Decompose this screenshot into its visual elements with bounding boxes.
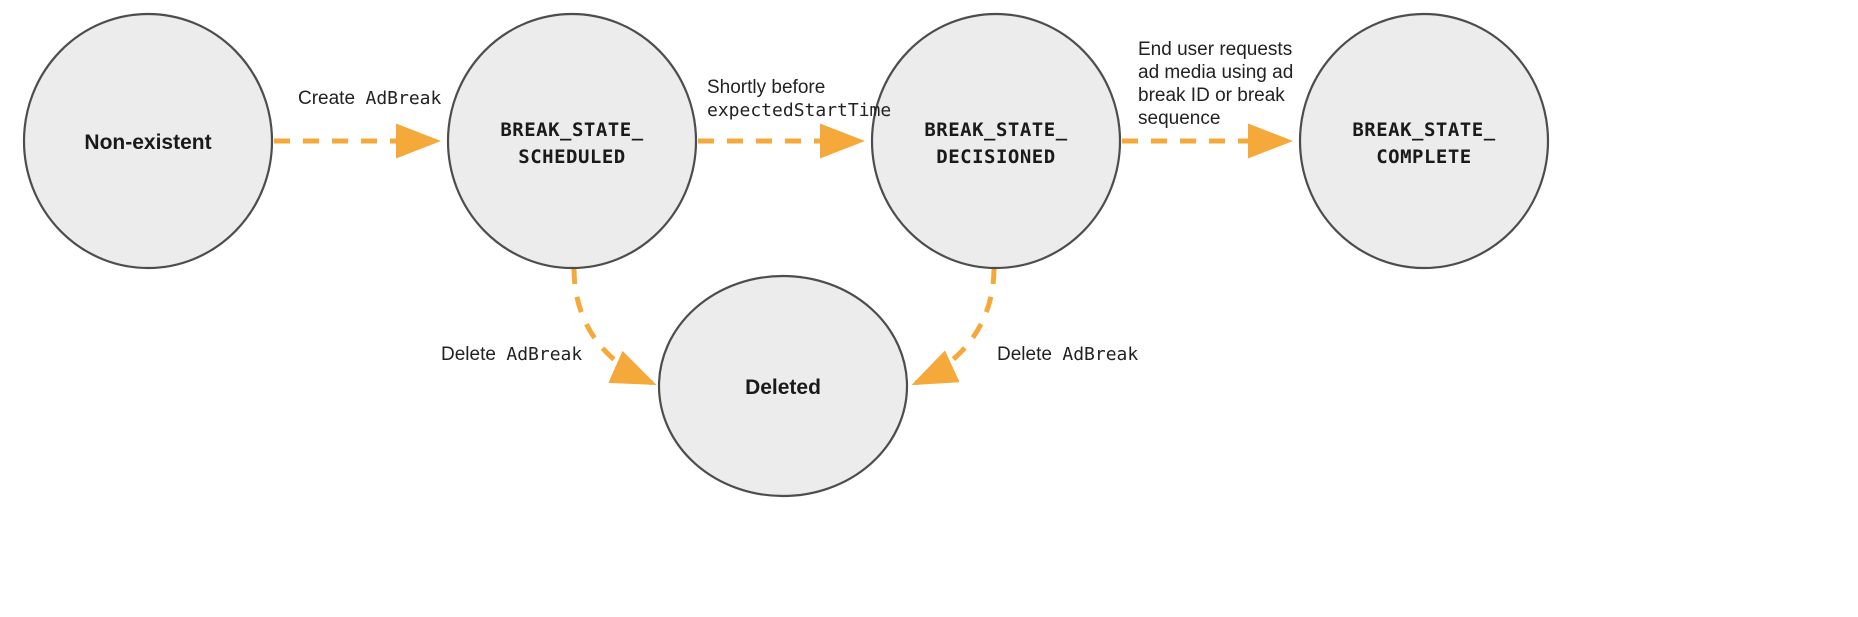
node-label-line-2: COMPLETE — [1376, 146, 1472, 168]
edge-label-create-adbreak: Create AdBreak — [298, 88, 442, 109]
edge-label-text: Delete AdBreak — [441, 344, 582, 365]
edge-label-delete-adbreak-decisioned: Delete AdBreak — [997, 344, 1138, 365]
edge-label-prefix: Delete — [997, 344, 1052, 365]
node-label-line-1: BREAK_STATE_ — [924, 119, 1067, 141]
node-label: Non-existent — [84, 131, 211, 154]
edge-delete-adbreak-decisioned — [911, 267, 997, 386]
edge-label-delete-adbreak-scheduled: Delete AdBreak — [441, 344, 582, 365]
edge-label-line-4: sequence — [1138, 108, 1220, 129]
edge-label-text: Delete AdBreak — [997, 344, 1138, 365]
node-shape — [657, 274, 909, 498]
node-break-state-complete[interactable]: BREAK_STATE_ COMPLETE — [1298, 12, 1550, 270]
edge-label-text: Create AdBreak — [298, 88, 442, 109]
edge-label-line-3: break ID or break — [1138, 85, 1285, 106]
node-shape — [1298, 12, 1550, 270]
edge-label-shortly-before: Shortly before expectedStartTime — [707, 77, 891, 121]
edges-group — [274, 123, 1293, 386]
node-label-line-1: BREAK_STATE_ — [500, 119, 643, 141]
node-shape — [446, 12, 698, 270]
edge-label-prefix: Delete — [441, 344, 496, 365]
edge-label-end-user-requests: End user requests ad media using ad brea… — [1138, 39, 1293, 129]
node-label-line-1: BREAK_STATE_ — [1352, 119, 1495, 141]
edge-label-line-1: Shortly before — [707, 77, 825, 98]
edge-labels-group: Create AdBreak Shortly before expectedSt… — [298, 39, 1293, 365]
edge-label-line-2: ad media using ad — [1138, 62, 1293, 83]
edge-label-mono: AdBreak — [1062, 344, 1138, 365]
node-label-line-2: DECISIONED — [936, 146, 1055, 168]
node-break-state-scheduled[interactable]: BREAK_STATE_ SCHEDULED — [446, 12, 698, 270]
edge-label-prefix: Create — [298, 88, 355, 109]
edge-label-line-2: expectedStartTime — [707, 100, 891, 121]
node-label-line-2: SCHEDULED — [518, 146, 625, 168]
edge-label-mono: AdBreak — [365, 88, 441, 109]
edge-label-line-1: End user requests — [1138, 39, 1292, 60]
node-label: Deleted — [745, 376, 821, 399]
node-break-state-decisioned[interactable]: BREAK_STATE_ DECISIONED — [870, 12, 1122, 270]
node-non-existent[interactable]: Non-existent — [22, 12, 274, 270]
node-deleted[interactable]: Deleted — [657, 274, 909, 498]
edge-label-mono: AdBreak — [506, 344, 582, 365]
nodes-group: Non-existent BREAK_STATE_ SCHEDULED BREA… — [22, 12, 1550, 498]
node-shape — [870, 12, 1122, 270]
edge-delete-adbreak-scheduled — [571, 267, 657, 386]
node-shape — [22, 12, 274, 270]
